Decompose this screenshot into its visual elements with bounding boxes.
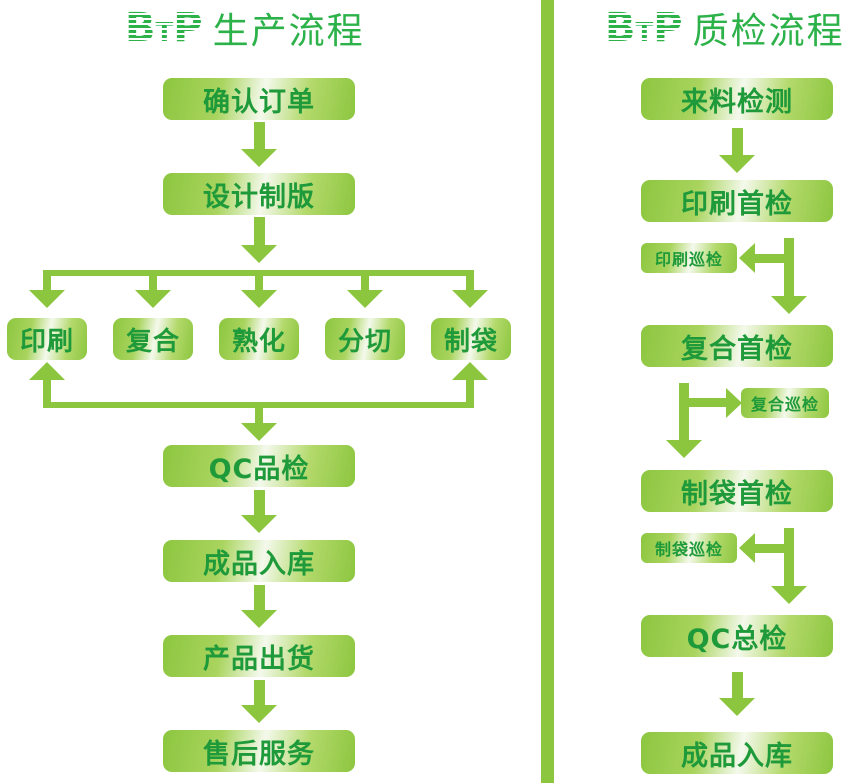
arrow-shaft	[254, 490, 265, 516]
step-lamination-first-inspection: 复合首检	[641, 325, 833, 367]
arrow-shaft	[254, 585, 265, 611]
return-riser	[43, 378, 51, 406]
step-qc-final-inspection: QC总检	[641, 615, 833, 657]
branch-drop	[361, 270, 369, 292]
step-curing: 熟化	[219, 318, 299, 360]
arrow-shaft	[754, 254, 788, 263]
arrow-shaft	[784, 238, 794, 298]
step-print-first-inspection: 印刷首检	[641, 180, 833, 222]
logo-letter-t: T	[155, 18, 174, 48]
step-print-patrol: 印刷巡检	[641, 243, 737, 273]
arrow-shaft	[784, 528, 794, 588]
step-confirm-order: 确认订单	[163, 78, 355, 120]
arrow-down-icon	[241, 705, 277, 723]
arrow-down-icon	[241, 515, 277, 533]
step-qc-inspection: QC品检	[163, 445, 355, 487]
arrow-shaft	[732, 672, 743, 700]
step-shipping: 产品出货	[163, 635, 355, 677]
arrow-shaft	[254, 122, 265, 149]
return-riser	[466, 378, 474, 406]
step-printing: 印刷	[7, 318, 87, 360]
arrow-down-icon	[241, 245, 277, 263]
arrow-down-icon	[719, 155, 755, 173]
arrow-shaft	[732, 128, 743, 156]
arrow-shaft	[255, 402, 263, 426]
step-bag-patrol: 制袋巡检	[641, 533, 737, 563]
title-text: 生产流程	[212, 11, 365, 52]
arrow-down-icon	[771, 586, 807, 604]
step-incoming-inspection: 来料检测	[641, 78, 833, 120]
branch-drop	[255, 270, 263, 292]
branch-drop	[43, 270, 51, 292]
arrow-up-icon	[29, 362, 65, 380]
branch-drop	[149, 270, 157, 292]
arrow-down-icon	[666, 440, 702, 458]
step-bag-first-inspection: 制袋首检	[641, 470, 833, 512]
arrow-right-icon	[726, 388, 742, 418]
logo-letter-t: T	[635, 18, 654, 48]
arrow-left-icon	[739, 533, 755, 563]
step-final-warehousing: 成品入库	[641, 732, 833, 774]
title-text: 质检流程	[692, 11, 845, 52]
step-warehousing: 成品入库	[163, 540, 355, 582]
step-design-plate: 设计制版	[163, 173, 355, 215]
step-slitting: 分切	[325, 318, 405, 360]
arrow-up-icon	[452, 362, 488, 380]
step-after-sales: 售后服务	[163, 730, 355, 772]
arrow-down-icon	[241, 290, 277, 308]
arrow-down-icon	[135, 290, 171, 308]
logo-letter-p: P	[173, 5, 203, 51]
arrow-down-icon	[347, 290, 383, 308]
arrow-shaft	[754, 544, 788, 553]
arrow-shaft	[679, 383, 689, 443]
logo-letter-b: B	[125, 5, 156, 51]
arrow-down-icon	[719, 698, 755, 716]
arrow-down-icon	[241, 610, 277, 628]
step-lamination-patrol: 复合巡检	[741, 388, 829, 418]
arrow-down-icon	[771, 296, 807, 314]
arrow-shaft	[685, 398, 727, 407]
arrow-left-icon	[739, 243, 755, 273]
arrow-shaft	[254, 680, 265, 706]
logo-letter-b: B	[605, 5, 636, 51]
arrow-shaft	[254, 217, 265, 247]
arrow-down-icon	[241, 423, 277, 441]
step-lamination: 复合	[113, 318, 193, 360]
branch-drop	[466, 270, 474, 292]
arrow-down-icon	[452, 290, 488, 308]
step-bag-making: 制袋	[431, 318, 511, 360]
logo-letter-p: P	[653, 5, 683, 51]
column-divider	[541, 0, 554, 783]
arrow-down-icon	[241, 149, 277, 167]
arrow-down-icon	[29, 290, 65, 308]
